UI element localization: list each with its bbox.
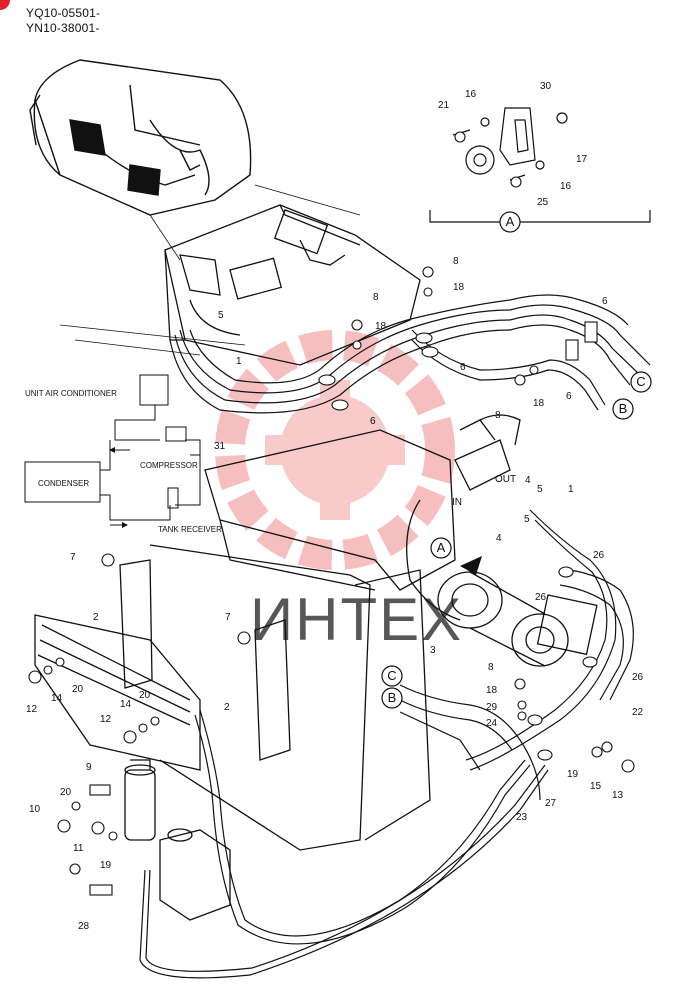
callout-24: 24: [486, 718, 498, 729]
callout-6b: 6: [460, 362, 466, 373]
callout-14b: 14: [120, 699, 132, 710]
callout-7b: 7: [225, 612, 231, 623]
callout-16b: 16: [560, 181, 572, 192]
callout-30: 30: [540, 81, 552, 92]
callout-1a: 1: [236, 356, 242, 367]
callout-12a: 12: [26, 704, 38, 715]
callout-6c: 6: [370, 416, 376, 427]
serial-number-2: YN10-38001-: [26, 21, 100, 35]
callout-20a: 20: [72, 684, 84, 695]
label-out: OUT: [495, 474, 516, 485]
label-in: IN: [452, 497, 462, 508]
callout-8a: 8: [453, 256, 459, 267]
callout-14a: 14: [51, 693, 63, 704]
callout-19a: 19: [567, 769, 579, 780]
hose-clamps: [89, 321, 598, 896]
callout-9: 9: [86, 762, 92, 773]
ac-unit: [164, 204, 421, 366]
callout-16a: 16: [465, 89, 477, 100]
connector-B-top: B: [612, 398, 634, 420]
callout-18a: 18: [453, 282, 465, 293]
svg-text:C: C: [387, 668, 396, 683]
engine-compressor: [204, 414, 598, 667]
callout-28: 28: [78, 921, 90, 932]
callout-2a: 2: [93, 612, 99, 623]
callout-5a: 5: [218, 310, 224, 321]
connector-C-top: C: [630, 371, 652, 393]
callout-8c: 8: [495, 410, 501, 421]
connector-C-bottom: C: [381, 665, 403, 687]
callout-4b: 4: [496, 533, 502, 544]
label-tank-receiver: TANK RECEIVER: [158, 525, 222, 534]
callout-6d: 6: [566, 391, 572, 402]
callout-10: 10: [29, 804, 41, 815]
callout-5c: 5: [524, 514, 530, 525]
callout-11: 11: [73, 843, 84, 854]
callout-21: 21: [438, 100, 450, 111]
callout-18b: 18: [375, 321, 387, 332]
detail-a: [429, 107, 651, 223]
reserve-tank: [159, 828, 231, 921]
callout-20c: 20: [60, 787, 72, 798]
detail-a-view-marker: A: [430, 537, 452, 559]
callout-19b: 19: [100, 860, 112, 871]
leader-lines: [59, 184, 361, 356]
callout-13: 13: [612, 790, 624, 801]
callout-7a: 7: [70, 552, 76, 563]
watermark-text: ИНТЕХ: [250, 586, 463, 653]
svg-text:A: A: [437, 540, 446, 555]
callout-18c: 18: [533, 398, 545, 409]
callout-27: 27: [545, 798, 557, 809]
lower-hoses: [139, 709, 549, 979]
view-arrow: [460, 556, 482, 575]
callout-18d: 18: [486, 685, 498, 696]
corner-badge: [0, 0, 10, 10]
callout-17: 17: [576, 154, 588, 165]
callout-6a: 6: [602, 296, 608, 307]
fasteners: [28, 131, 635, 875]
callout-26c: 26: [632, 672, 644, 683]
refrigerant-schematic: [24, 374, 201, 528]
callout-15: 15: [590, 781, 602, 792]
callout-8b: 8: [373, 292, 379, 303]
callout-20b: 20: [139, 690, 151, 701]
callout-12b: 12: [100, 714, 112, 725]
label-unit-air-conditioner: UNIT AIR CONDITIONER: [25, 389, 117, 398]
callout-23: 23: [516, 812, 528, 823]
label-condenser: CONDENSER: [38, 479, 89, 488]
svg-text:B: B: [388, 690, 397, 705]
label-compressor: COMPRESSOR: [140, 461, 198, 470]
ac-hoses: [169, 294, 651, 414]
callout-8d: 8: [488, 662, 494, 673]
cab-overview: [29, 59, 252, 216]
callout-22: 22: [632, 707, 644, 718]
callout-2b: 2: [224, 702, 230, 713]
callout-1b: 1: [568, 484, 574, 495]
callout-3: 3: [430, 645, 436, 656]
receiver-drier: [124, 759, 156, 841]
condenser-assembly: [34, 544, 431, 851]
callout-4a: 4: [525, 475, 531, 486]
callout-26b: 26: [535, 592, 547, 603]
svg-text:B: B: [619, 401, 628, 416]
callout-29: 29: [486, 702, 498, 713]
callout-25: 25: [537, 197, 549, 208]
svg-text:A: A: [506, 214, 515, 229]
serial-number-1: YQ10-05501-: [26, 6, 101, 20]
detail-a-marker: A: [499, 211, 521, 233]
callout-5b: 5: [537, 484, 543, 495]
compressor-hoses: [399, 509, 634, 801]
callout-26a: 26: [593, 550, 605, 561]
watermark-logo: [215, 330, 455, 570]
svg-text:C: C: [636, 374, 645, 389]
callout-31: 31: [214, 441, 226, 452]
connector-B-bottom: B: [381, 687, 403, 709]
